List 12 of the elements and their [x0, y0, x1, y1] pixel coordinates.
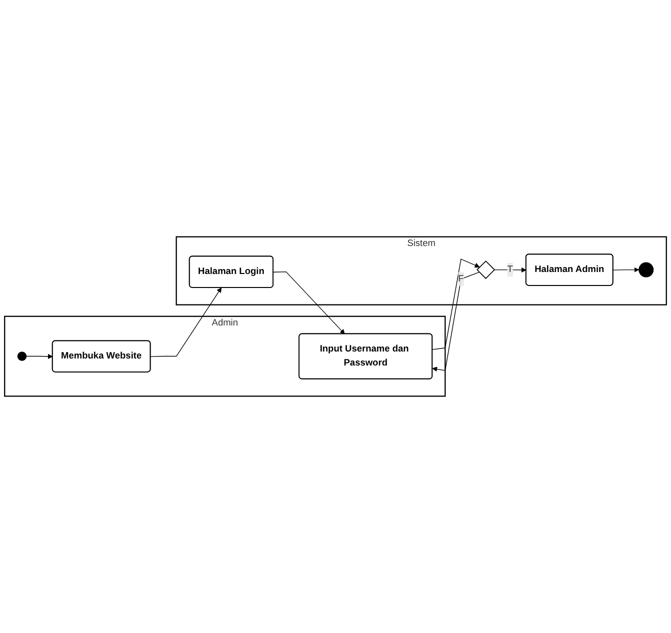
- node-diamond: [476, 260, 496, 280]
- node-circle: [638, 262, 654, 278]
- arrow: [150, 288, 222, 357]
- edge-label: F: [458, 274, 464, 284]
- arrow: [432, 272, 480, 372]
- arrow: [494, 267, 526, 273]
- edge-label: T: [507, 264, 513, 274]
- arrow: [612, 267, 640, 272]
- arrow: [26, 354, 53, 359]
- arrow: [432, 258, 480, 350]
- node-circle: [17, 352, 27, 361]
- arrow: [272, 271, 345, 334]
